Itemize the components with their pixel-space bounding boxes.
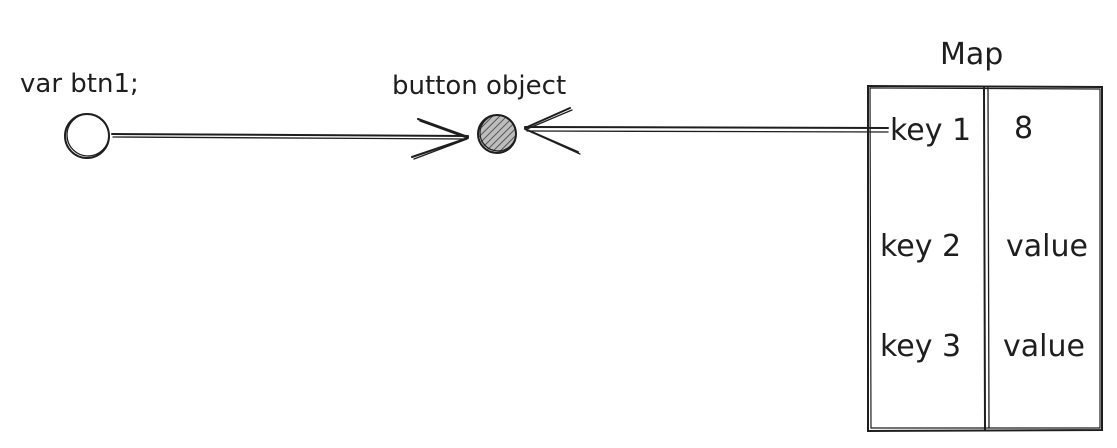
map-value-1: 8 <box>1014 111 1033 146</box>
map-table <box>867 84 1103 433</box>
reference-arrow <box>111 118 469 160</box>
variable-node <box>64 113 110 159</box>
variable-label: var btn1; <box>20 69 139 99</box>
button-object-node <box>477 114 517 154</box>
map-key-1: key 1 <box>890 113 971 148</box>
map-key-2: key 2 <box>880 229 961 264</box>
object-label: button object <box>392 71 566 101</box>
map-value-3: value <box>1003 329 1085 364</box>
map-key-arrow <box>524 107 889 155</box>
map-value-2: value <box>1006 229 1088 264</box>
map-title: Map <box>940 37 1003 72</box>
map-key-3: key 3 <box>880 329 961 364</box>
